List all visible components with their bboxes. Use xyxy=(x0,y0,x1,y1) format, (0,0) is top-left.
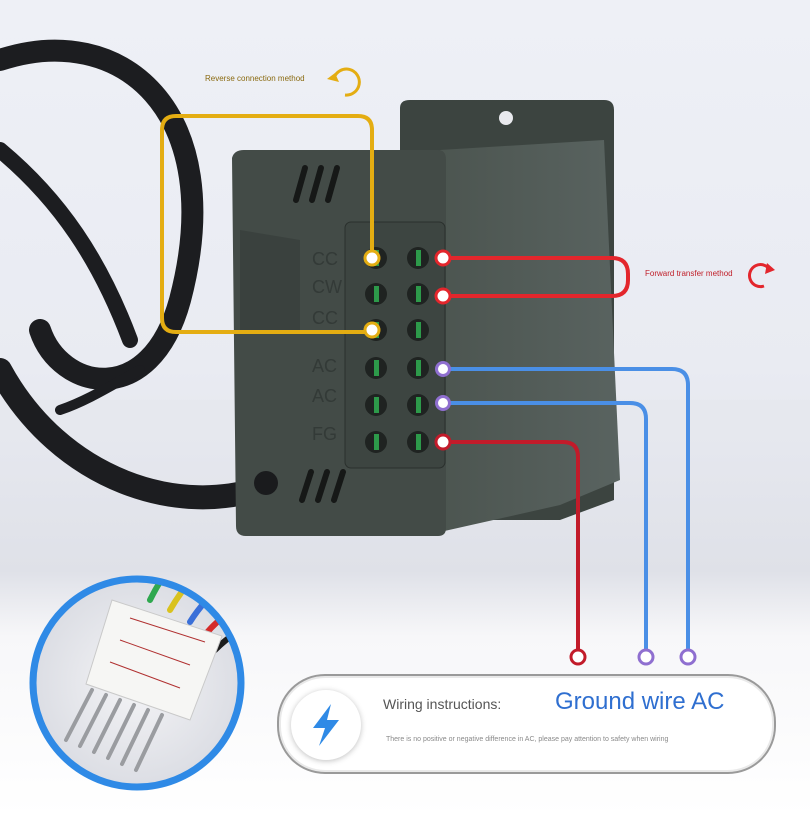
reverse-terminal-dot-top xyxy=(363,249,381,267)
terminal-slot xyxy=(374,397,379,413)
ac-terminal-dot-2 xyxy=(435,395,451,411)
forward-arrowhead xyxy=(765,263,775,274)
marking-cw: CW xyxy=(312,277,342,297)
reverse-arrow-icon xyxy=(332,67,361,97)
wiring-instructions-title: Wiring instructions: xyxy=(383,696,502,712)
power-cable xyxy=(0,39,282,510)
ground-end-dot xyxy=(569,648,587,666)
terminal-markings: CC CW CC AC AC FG xyxy=(312,249,342,444)
marking-cc-bottom: CC xyxy=(312,308,338,328)
terminal-slot xyxy=(416,250,421,266)
terminal-slot xyxy=(374,286,379,302)
marking-cc-top: CC xyxy=(312,249,338,269)
forward-wire-path xyxy=(443,256,630,298)
forward-arrow-icon xyxy=(748,263,772,289)
terminal-slot xyxy=(374,434,379,450)
ac-terminal-dot-1 xyxy=(435,361,451,377)
terminal-slot xyxy=(416,286,421,302)
terminal-slot xyxy=(416,322,421,338)
marking-fg: FG xyxy=(312,424,337,444)
marking-ac-bottom: AC xyxy=(312,386,337,406)
ground-wire-path xyxy=(443,440,580,656)
top-vent xyxy=(293,165,340,203)
bottom-vent xyxy=(299,469,346,503)
controller-side xyxy=(440,140,620,532)
ac-wire-path-1 xyxy=(443,367,690,656)
embossed-diagram xyxy=(240,230,300,330)
ground-wire-heading: Ground wire AC xyxy=(555,688,725,715)
forward-terminal-dot-bottom xyxy=(434,287,452,305)
terminal-slot xyxy=(416,397,421,413)
connector-housing xyxy=(85,599,223,721)
terminal-slot xyxy=(416,434,421,450)
ac-end-dot-1 xyxy=(637,648,655,666)
reverse-wire-path xyxy=(160,114,374,334)
terminal-slot xyxy=(374,360,379,376)
connector-pins xyxy=(64,688,164,772)
forward-transfer-label: Forward transfer method xyxy=(645,269,733,278)
lightning-badge xyxy=(291,690,361,760)
reverse-connection-label: Reverse connection method xyxy=(205,74,305,83)
marking-ac-top: AC xyxy=(312,356,337,376)
ground-terminal-dot xyxy=(434,433,452,451)
reverse-terminal-dot-bottom xyxy=(363,321,381,339)
closeup-ring xyxy=(29,575,245,791)
terminal-slot xyxy=(416,360,421,376)
cable-gland xyxy=(254,471,278,495)
ac-wire-path-2 xyxy=(443,401,648,656)
connector-closeup xyxy=(29,575,245,791)
reverse-arrowhead xyxy=(327,73,339,82)
mounting-hole xyxy=(499,111,513,125)
forward-terminal-dot-top xyxy=(434,249,452,267)
connector-label-print xyxy=(109,617,206,689)
terminal-block xyxy=(344,221,446,469)
wiring-instructions-panel: Wiring instructions: Ground wire AC Ther… xyxy=(277,674,776,774)
safety-note: There is no positive or negative differe… xyxy=(386,736,669,743)
ac-end-dot-2 xyxy=(679,648,697,666)
lightning-bolt-icon xyxy=(313,704,339,746)
